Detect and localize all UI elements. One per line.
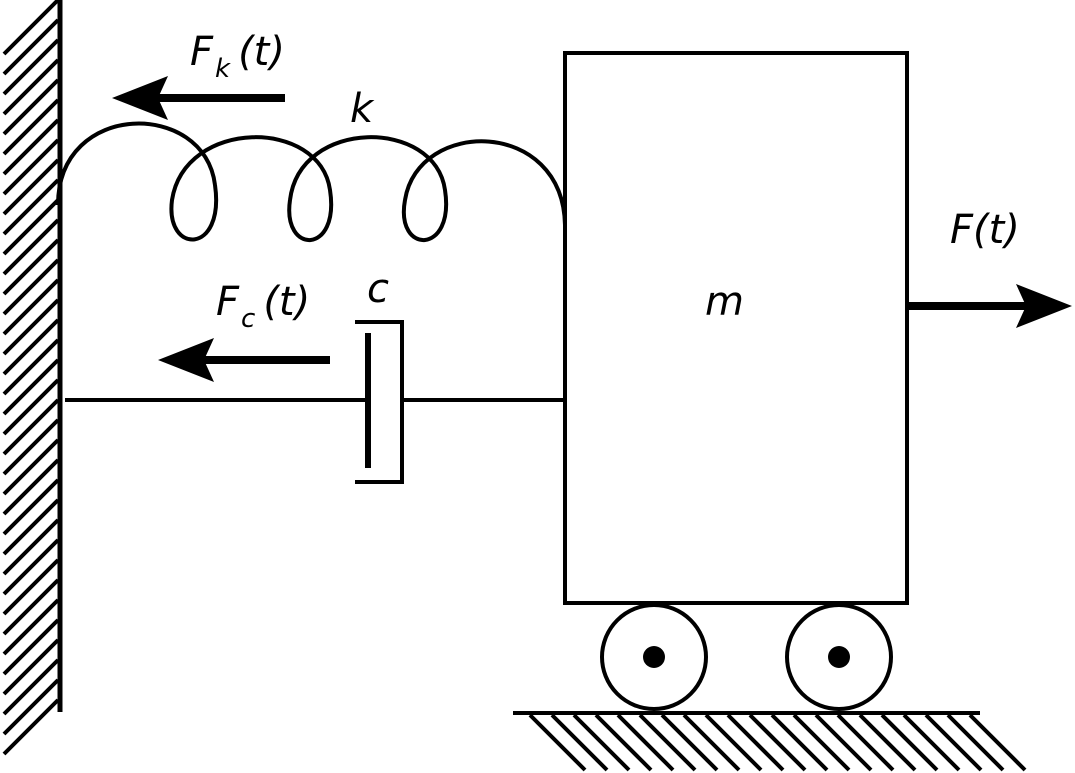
ground <box>513 711 1027 772</box>
mass-block <box>563 51 909 605</box>
ground-hatch-line <box>770 713 829 772</box>
wall-hatch-line <box>2 78 60 136</box>
wall-hatch-line <box>2 278 60 336</box>
ground-hatch-line <box>528 713 587 772</box>
ground-hatch-line <box>792 713 851 772</box>
ground-hatch-line <box>616 713 675 772</box>
wall-hatch-line <box>2 678 60 736</box>
wall-hatch-line <box>2 618 60 676</box>
wall-hatch-line <box>2 418 60 476</box>
ground-hatching <box>528 713 1027 772</box>
ground-hatch-line <box>682 713 741 772</box>
wall-hatch-line <box>2 58 60 116</box>
wall-hatch-line <box>2 98 60 156</box>
ground-hatch-line <box>880 713 939 772</box>
applied-force-label: F(t) <box>950 207 1020 253</box>
wall-hatch-line <box>2 158 60 216</box>
applied-force-arrow <box>907 284 1072 328</box>
wall-hatch-line <box>2 398 60 456</box>
ground-hatch-line <box>660 713 719 772</box>
wall-hatch-line <box>2 578 60 636</box>
spring-force-label: Fk(t) <box>190 29 285 84</box>
ground-hatch-line <box>704 713 763 772</box>
wall-hatch-line <box>2 378 60 436</box>
mass-label: m <box>705 279 744 325</box>
wall-hatch-line <box>2 598 60 656</box>
wall-hatching <box>2 0 60 756</box>
wall-hatch-line <box>2 258 60 316</box>
wall-hatch-line <box>2 178 60 236</box>
wall-hatch-line <box>2 138 60 196</box>
ground-hatch-line <box>638 713 697 772</box>
damper <box>65 320 563 484</box>
ground-hatch-line <box>726 713 785 772</box>
ground-hatch-line <box>924 713 983 772</box>
ground-hatch-line <box>946 713 1005 772</box>
spring <box>56 121 567 242</box>
wall-hatch-line <box>2 118 60 176</box>
wall-hatch-line <box>2 498 60 556</box>
wall-hatch-line <box>2 438 60 496</box>
wall-hatch-line <box>2 238 60 296</box>
wall-hatch-line <box>2 638 60 696</box>
wall-hatch-line <box>2 318 60 376</box>
spring-constant-label: k <box>350 86 375 132</box>
damping-coefficient-label: c <box>367 266 389 312</box>
wall-hatch-line <box>2 338 60 396</box>
ground-hatch-line <box>836 713 895 772</box>
ground-hatch-line <box>550 713 609 772</box>
wall-hatch-line <box>2 558 60 616</box>
ground-hatch-line <box>814 713 873 772</box>
wall-hatch-line <box>2 478 60 536</box>
ground-hatch-line <box>572 713 631 772</box>
ground-hatch-line <box>968 713 1027 772</box>
wall-hatch-line <box>2 198 60 256</box>
fixed-wall <box>2 0 63 756</box>
wall-hatch-line <box>2 298 60 356</box>
axle-left <box>643 646 665 668</box>
wheel-right <box>785 603 893 711</box>
wall-hatch-line <box>2 458 60 516</box>
wall-hatch-line <box>2 218 60 276</box>
ground-hatch-line <box>902 713 961 772</box>
wheel-left <box>600 603 708 711</box>
wall-hatch-line <box>2 0 60 56</box>
wall-hatch-line <box>2 538 60 596</box>
wall-hatch-line <box>2 18 60 76</box>
damper-force-arrow <box>158 338 330 382</box>
spring-force-arrow <box>112 76 285 120</box>
wall-hatch-line <box>2 698 60 756</box>
wall-hatch-line <box>2 518 60 576</box>
ground-hatch-line <box>748 713 807 772</box>
wall-hatch-line <box>2 358 60 416</box>
damper-force-label: Fc(t) <box>216 279 310 334</box>
axle-right <box>828 646 850 668</box>
wall-hatch-line <box>2 38 60 96</box>
ground-hatch-line <box>594 713 653 772</box>
ground-hatch-line <box>858 713 917 772</box>
wall-hatch-line <box>2 658 60 716</box>
